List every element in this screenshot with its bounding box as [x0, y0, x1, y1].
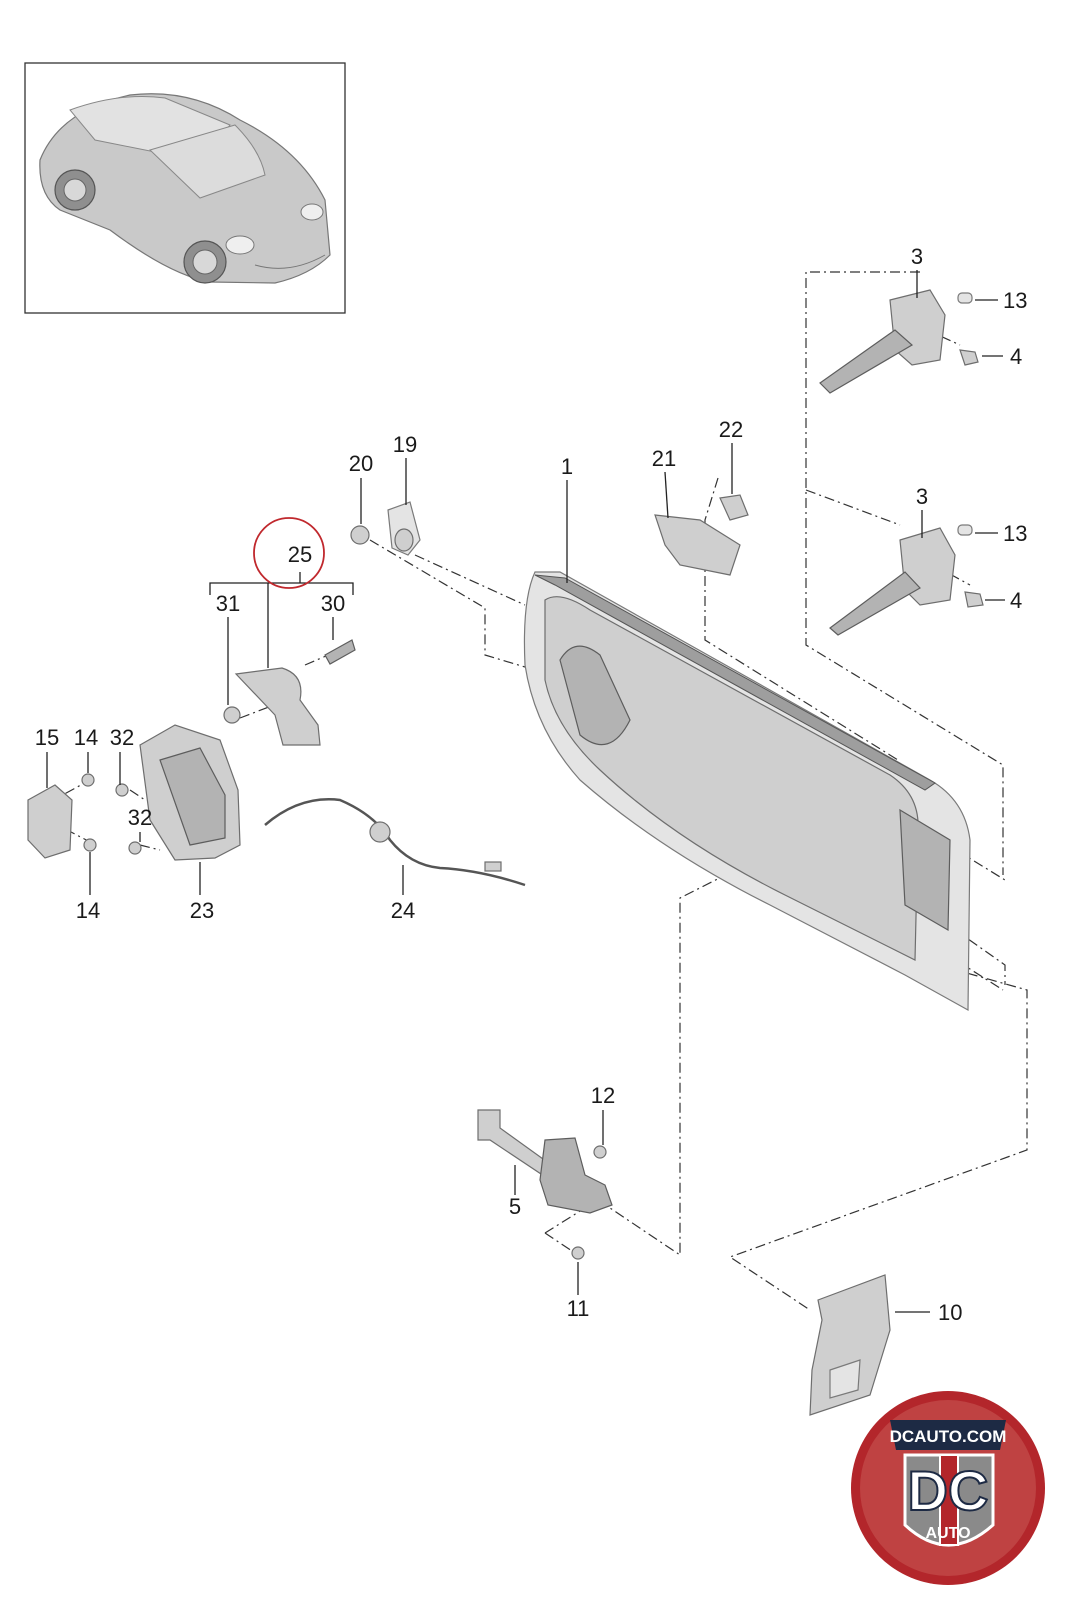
lower-hinge: [829, 524, 984, 636]
door-shell: [523, 571, 971, 1012]
logo-text-top: DCAUTO.COM: [890, 1427, 1007, 1446]
logo-text-main: DC: [908, 1459, 989, 1522]
callout-32-middle: 32: [128, 805, 152, 830]
callout-32-top: 32: [110, 725, 134, 750]
callout-21: 21: [652, 446, 676, 471]
callout-24: 24: [391, 898, 415, 923]
callout-20: 20: [349, 451, 373, 476]
callout-13-upper: 13: [1003, 288, 1027, 313]
car-illustration: [39, 93, 331, 284]
dcauto-logo: DCAUTO.COM DC AUTO: [851, 1391, 1045, 1585]
callout-19: 19: [393, 432, 417, 457]
callout-5: 5: [509, 1194, 521, 1219]
small-fittings-top: [350, 494, 749, 576]
highlight-circle: [253, 517, 325, 589]
handle-carrier: [223, 639, 356, 746]
callout-15: 15: [35, 725, 59, 750]
callout-4-upper: 4: [1010, 344, 1022, 369]
logo-text-bottom: AUTO: [925, 1525, 970, 1542]
callout-1: 1: [561, 454, 573, 479]
vehicle-thumbnail: [24, 62, 346, 314]
upper-hinge: [819, 289, 979, 394]
release-cable: [264, 798, 526, 887]
callout-12: 12: [591, 1083, 615, 1108]
callout-31: 31: [216, 591, 240, 616]
door-lock: [27, 724, 241, 861]
callout-14-bottom: 14: [76, 898, 100, 923]
callout-11: 11: [567, 1296, 590, 1321]
callout-13-lower: 13: [1003, 521, 1027, 546]
callout-22: 22: [719, 417, 743, 442]
callout-14-top: 14: [74, 725, 98, 750]
callout-10: 10: [938, 1300, 962, 1325]
callout-25: 25: [288, 542, 312, 567]
callout-23: 23: [190, 898, 214, 923]
callout-30: 30: [321, 591, 345, 616]
callout-3-lower: 3: [916, 484, 928, 509]
callout-labels: 1 3 3 4 4 5 10 11 12 13 13 14 14 15 19 2…: [35, 244, 1028, 1325]
callout-3-upper: 3: [911, 244, 923, 269]
door-check: [477, 1109, 613, 1260]
callout-4-lower: 4: [1010, 588, 1022, 613]
trim-cover: [809, 1274, 891, 1416]
leader-lines: [46, 270, 1005, 1313]
